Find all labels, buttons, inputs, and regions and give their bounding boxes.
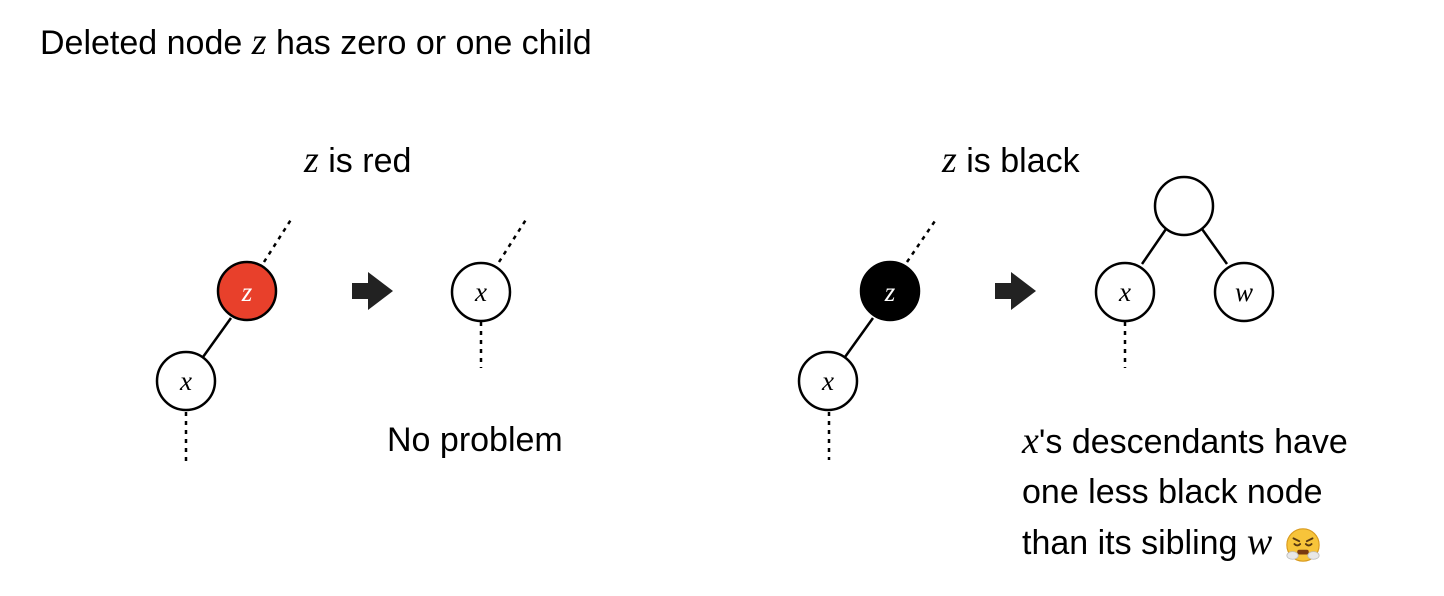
left-after-x-node-label: x xyxy=(474,277,487,307)
right-before-tree: z x xyxy=(797,217,939,460)
left-z-x-edge xyxy=(201,317,233,358)
left-z-parent-edge xyxy=(262,217,294,263)
right-x-node-label: x xyxy=(821,366,834,396)
case-black-text: is black xyxy=(956,142,1080,180)
left-x-node-label: x xyxy=(179,366,192,396)
right-z-x-edge xyxy=(843,317,875,358)
left-z-node xyxy=(216,260,278,322)
right-z-node-label: z xyxy=(884,277,896,307)
explanation-text: x's descendants have one less black node… xyxy=(1022,416,1348,568)
right-x-node xyxy=(797,350,859,412)
case-black-variable: z xyxy=(942,139,957,181)
right-after-parent-node xyxy=(1153,175,1215,237)
explanation-line-3: than its sibling w xyxy=(1022,517,1348,568)
right-arrow-icon xyxy=(995,272,1036,310)
explanation-line-2: one less black node xyxy=(1022,473,1323,511)
no-problem-text: No problem xyxy=(387,421,563,459)
left-after-tree: x xyxy=(450,217,529,368)
left-after-x-node xyxy=(450,261,512,323)
right-after-tree: x w xyxy=(1094,175,1275,368)
case-red-text: is red xyxy=(318,142,412,180)
case-red-label: z is red xyxy=(304,138,411,182)
right-z-node xyxy=(859,260,921,322)
case-black-label: z is black xyxy=(942,138,1080,182)
explanation-x-variable: x xyxy=(1022,420,1039,462)
right-after-parent-w-edge xyxy=(1200,228,1229,265)
explanation-line-3-text: than its sibling xyxy=(1022,524,1247,562)
left-before-tree: z x xyxy=(155,217,294,464)
right-after-x-node-label: x xyxy=(1118,277,1131,307)
explanation-line-1: x's descendants have xyxy=(1022,416,1348,467)
left-after-parent-edge xyxy=(497,217,529,263)
left-arrow-icon xyxy=(352,272,393,310)
right-after-w-node-label: w xyxy=(1235,277,1253,307)
explanation-w-variable: w xyxy=(1246,521,1273,563)
left-z-node-label: z xyxy=(241,277,253,307)
page-title: Deleted node z has zero or one child xyxy=(40,20,592,64)
right-after-x-node xyxy=(1094,261,1156,323)
title-prefix: Deleted node xyxy=(40,24,252,62)
title-suffix: has zero or one child xyxy=(266,24,592,62)
face-with-steam-from-nose-icon xyxy=(1286,528,1320,562)
explanation-line-1-text: 's descendants have xyxy=(1038,423,1348,461)
left-x-node xyxy=(155,350,217,412)
right-z-parent-edge xyxy=(905,217,939,263)
case-red-variable: z xyxy=(304,139,319,181)
right-after-w-node xyxy=(1213,261,1275,323)
right-after-parent-x-edge xyxy=(1140,228,1168,265)
title-variable: z xyxy=(251,21,267,63)
